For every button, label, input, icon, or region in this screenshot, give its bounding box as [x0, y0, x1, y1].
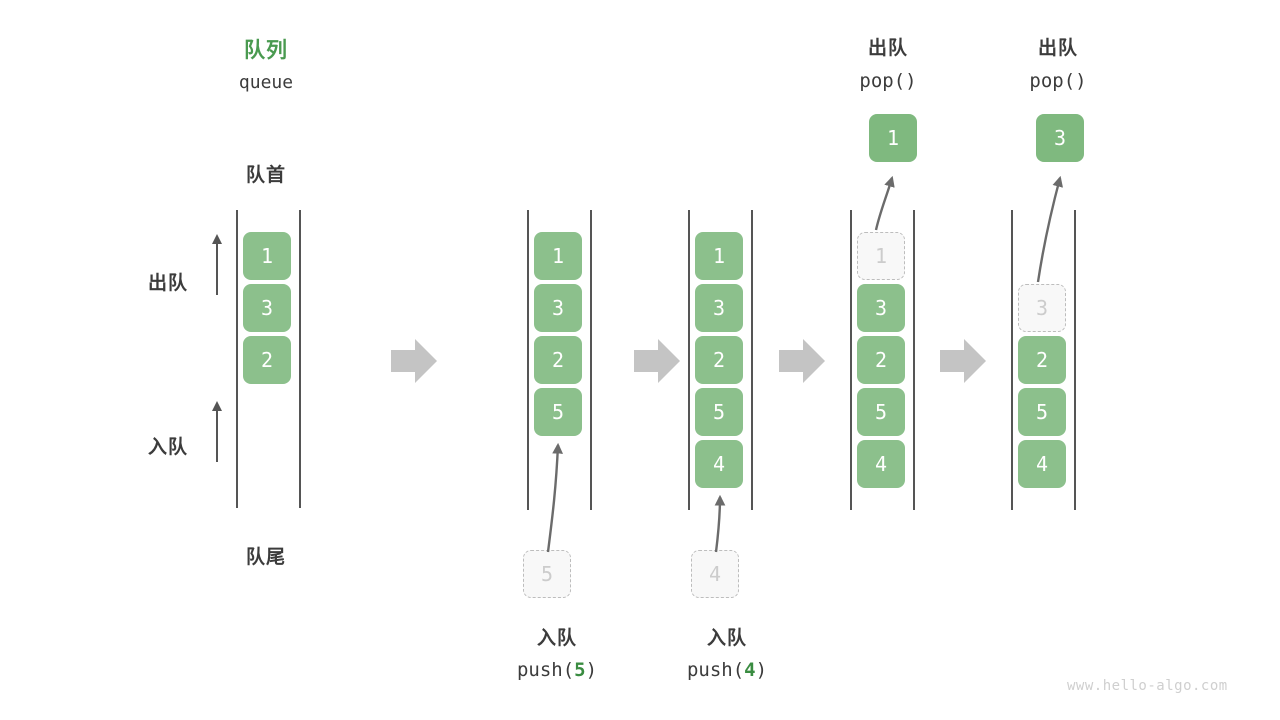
push-2-caption-code: push(4) [687, 659, 767, 681]
push-1-code-value: 5 [574, 659, 586, 681]
enqueue-side-label: 入队 [148, 437, 189, 458]
removed-ghost-cell: 3 [1018, 284, 1066, 332]
rear-label: 队尾 [245, 547, 287, 568]
front-label: 队首 [245, 165, 287, 186]
queue-cell: 1 [695, 232, 743, 280]
queue-cell: 2 [534, 336, 582, 384]
push-1-caption-cn: 入队 [536, 628, 578, 649]
rail-right-col2 [590, 210, 592, 510]
queue-cell: 1 [534, 232, 582, 280]
queue-cell: 5 [695, 388, 743, 436]
removed-ghost-cell: 1 [857, 232, 905, 280]
transition-arrow [634, 339, 680, 383]
pop-1-motion-arrow [874, 175, 895, 231]
pop-1-header-cn: 出队 [867, 38, 909, 59]
queue-cell: 3 [243, 284, 291, 332]
pop-2-header-cn: 出队 [1037, 38, 1079, 59]
rail-right-col1 [299, 210, 301, 508]
queue-cell: 4 [857, 440, 905, 488]
transition-arrow [940, 339, 986, 383]
queue-cell: 2 [857, 336, 905, 384]
queue-cell: 3 [534, 284, 582, 332]
rail-right-col5 [1074, 210, 1076, 510]
pop-1-header-code: pop() [859, 70, 917, 92]
queue-cell: 5 [534, 388, 582, 436]
queue-cell: 3 [857, 284, 905, 332]
push-2-code-prefix: push( [686, 659, 745, 681]
push-2-motion-arrow [714, 494, 726, 553]
incoming-ghost-cell: 4 [691, 550, 739, 598]
rail-right-col4 [913, 210, 915, 510]
queue-cell: 5 [1018, 388, 1066, 436]
queue-cell: 2 [243, 336, 291, 384]
popped-value-cell: 1 [869, 114, 917, 162]
push-1-code-suffix: ) [585, 659, 598, 681]
dequeue-side-label: 出队 [148, 273, 189, 294]
queue-cell: 2 [695, 336, 743, 384]
push-2-code-suffix: ) [755, 659, 768, 681]
push-2-caption-cn: 入队 [706, 628, 748, 649]
watermark: www.hello-algo.com [1067, 678, 1228, 694]
queue-cell: 2 [1018, 336, 1066, 384]
queue-title-cn: 队列 [244, 39, 288, 62]
queue-title-en: queue [238, 72, 294, 93]
queue-cell: 4 [695, 440, 743, 488]
pop-2-motion-arrow [1036, 175, 1063, 283]
popped-value-cell: 3 [1036, 114, 1084, 162]
rail-left-col1 [236, 210, 238, 508]
push-1-caption-code: push(5) [517, 659, 597, 681]
rail-left-col4 [850, 210, 852, 510]
transition-arrow [779, 339, 825, 383]
rail-left-col5 [1011, 210, 1013, 510]
push-2-code-value: 4 [744, 659, 756, 681]
push-1-code-prefix: push( [516, 659, 575, 681]
rail-left-col2 [527, 210, 529, 510]
queue-cell: 4 [1018, 440, 1066, 488]
queue-cell: 3 [695, 284, 743, 332]
transition-arrow [391, 339, 437, 383]
incoming-ghost-cell: 5 [523, 550, 571, 598]
rail-left-col3 [688, 210, 690, 510]
queue-cell: 1 [243, 232, 291, 280]
rail-right-col3 [751, 210, 753, 510]
queue-cell: 5 [857, 388, 905, 436]
push-1-motion-arrow [546, 442, 564, 553]
pop-2-header-code: pop() [1029, 70, 1087, 92]
